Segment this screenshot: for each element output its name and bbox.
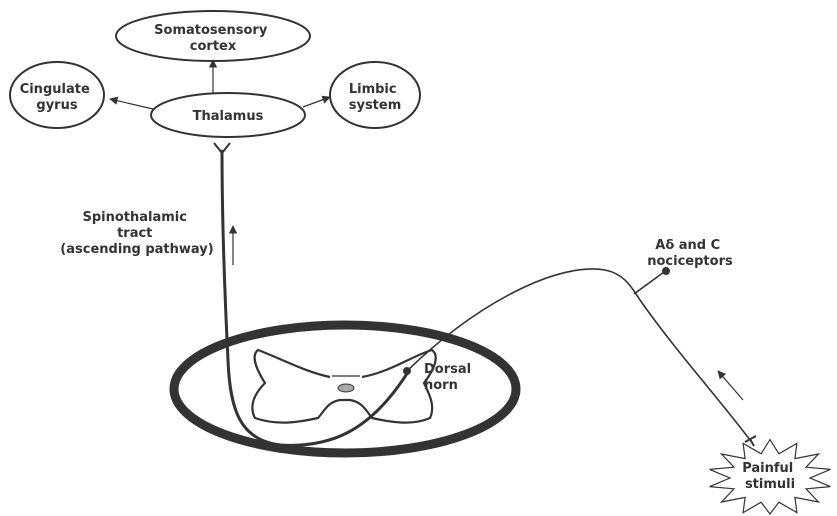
nerve-ending	[744, 435, 757, 447]
tract-label: Spinothalamic tract (ascending pathway)	[60, 210, 213, 257]
dorsal-horn-label: Dorsal horn	[424, 362, 476, 393]
nociceptor-dot	[662, 267, 670, 275]
limbic-label: Limbic system	[349, 82, 402, 113]
stimuli-label: Painful stimuli	[742, 461, 798, 492]
cingulate-node	[9, 61, 105, 129]
nociceptor-fiber	[406, 268, 751, 441]
stimuli-starburst	[709, 438, 831, 515]
cingulate-label: Cingulate gyrus	[20, 82, 95, 113]
central-canal	[337, 383, 355, 393]
spinal-cord-outline	[169, 320, 521, 458]
gray-matter	[251, 348, 437, 424]
afferent-arrow	[717, 370, 744, 401]
nociceptors-label: Aδ and C nociceptors	[647, 238, 733, 269]
arrow-to-limbic	[302, 95, 331, 108]
somatosensory-label: Somatosensory cortex	[154, 23, 272, 54]
nociceptor-branch	[633, 271, 665, 295]
limbic-node	[329, 61, 421, 129]
tract-terminal	[213, 142, 231, 155]
arrow-to-cingulate	[109, 96, 154, 110]
thalamus-label: Thalamus	[193, 109, 264, 124]
thalamus-node	[150, 92, 306, 138]
spinothalamic-tract	[220, 149, 410, 447]
